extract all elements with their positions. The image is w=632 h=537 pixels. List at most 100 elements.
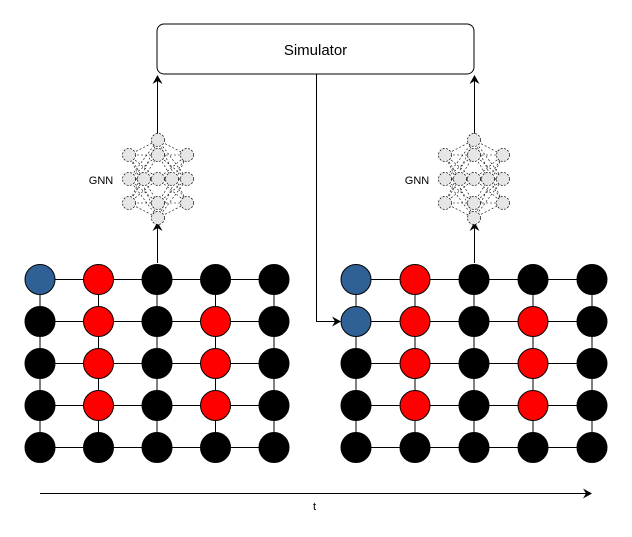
gnn-left-edge — [157, 178, 188, 219]
simulator-label: Simulator — [284, 42, 347, 59]
gnn-left-edge — [157, 139, 188, 180]
gnn-left-neuron — [165, 172, 179, 186]
right-node-red — [399, 306, 431, 337]
gnn-left-neuron — [122, 172, 136, 186]
left-node-black — [141, 432, 173, 463]
left-node-black — [83, 432, 114, 463]
gnn-left-edge — [128, 154, 159, 219]
left-node-red — [83, 348, 114, 379]
right-node-red — [399, 264, 431, 295]
gnn-left-edge — [157, 154, 188, 219]
gnn-left-neuron — [122, 196, 136, 210]
gnn-left-edge — [128, 139, 159, 180]
gnn-left-neuron — [151, 133, 165, 147]
gnn-left-edge — [128, 139, 159, 204]
gnn-right-edge — [444, 178, 475, 219]
gnn-right-label: GNN — [405, 175, 430, 187]
gnn-right-edge — [473, 139, 504, 204]
right-node-black — [458, 306, 490, 337]
left-node-red — [83, 306, 114, 337]
right-node-black — [340, 432, 372, 463]
gnn-left-neuron — [151, 172, 165, 186]
left-node-red — [200, 306, 231, 337]
gnn-left-neuron — [180, 172, 194, 186]
gnn-right-neuron — [467, 172, 481, 186]
gnn-right-neuron — [467, 148, 481, 162]
left-node-red — [83, 264, 114, 295]
gnn-right-neuron — [467, 196, 481, 210]
gnn-left-neuron — [180, 148, 194, 162]
gnn-network-icon-right — [438, 133, 510, 225]
gnn-right-edge — [444, 139, 475, 204]
gnn-right-neuron — [496, 196, 510, 210]
gnn-left-edge — [157, 139, 188, 204]
gnn-right-neuron — [438, 196, 452, 210]
right-node-black — [340, 390, 372, 421]
gnn-left-edge — [128, 178, 159, 219]
right-node-black — [576, 348, 608, 379]
right-node-red — [399, 348, 431, 379]
right-node-black — [340, 348, 372, 379]
left-node-black — [258, 306, 290, 337]
gnn-right-neuron — [438, 172, 452, 186]
gnn-right-neuron — [453, 172, 467, 186]
gnn-left-neuron — [151, 196, 165, 210]
gnn-right-neuron — [496, 172, 510, 186]
gnn-right-edge — [473, 178, 504, 219]
gnn-right-edge — [473, 154, 504, 219]
gnn-right-edge — [444, 139, 475, 180]
left-node-blue — [24, 264, 56, 295]
gnn-right-neuron — [467, 211, 481, 225]
right-node-black — [458, 432, 490, 463]
gnn-right-edge — [473, 139, 504, 180]
node-grid-right — [340, 264, 608, 463]
right-node-red — [517, 306, 549, 337]
gnn-left-neuron — [122, 148, 136, 162]
arrow-simulator-to-right-grid — [316, 74, 341, 327]
right-node-black — [399, 432, 431, 463]
left-node-black — [258, 348, 290, 379]
right-node-black — [458, 264, 490, 295]
gnn-left-neuron — [137, 172, 151, 186]
left-node-black — [24, 390, 56, 421]
gnn-right-neuron — [467, 133, 481, 147]
left-node-black — [258, 432, 290, 463]
right-node-black — [576, 306, 608, 337]
left-node-red — [200, 348, 231, 379]
gnn-right-neuron — [438, 148, 452, 162]
gnn-right-edge — [444, 154, 475, 219]
node-grid-left — [24, 264, 290, 463]
left-node-black — [24, 348, 56, 379]
left-node-red — [200, 390, 231, 421]
left-node-black — [258, 264, 290, 295]
left-node-black — [141, 390, 173, 421]
left-node-red — [83, 390, 114, 421]
left-node-black — [200, 264, 231, 295]
right-node-black — [576, 432, 608, 463]
right-node-black — [576, 390, 608, 421]
left-node-black — [24, 432, 56, 463]
left-node-black — [141, 306, 173, 337]
right-node-black — [576, 264, 608, 295]
left-node-black — [141, 264, 173, 295]
right-node-red — [399, 390, 431, 421]
gnn-left-neuron — [180, 196, 194, 210]
right-node-blue — [340, 264, 372, 295]
right-node-black — [517, 432, 549, 463]
gnn-left-neuron — [151, 148, 165, 162]
left-node-black — [141, 348, 173, 379]
gnn-right-neuron — [496, 148, 510, 162]
right-node-black — [458, 348, 490, 379]
right-node-black — [458, 390, 490, 421]
gnn-left-label: GNN — [89, 175, 114, 187]
right-node-red — [517, 348, 549, 379]
time-axis-label: t — [313, 501, 316, 513]
right-node-blue — [340, 306, 372, 337]
simulator-box: Simulator — [156, 23, 475, 75]
left-node-black — [200, 432, 231, 463]
gnn-network-icon-left — [122, 133, 194, 225]
gnn-left-neuron — [151, 211, 165, 225]
left-node-black — [24, 306, 56, 337]
left-node-black — [258, 390, 290, 421]
